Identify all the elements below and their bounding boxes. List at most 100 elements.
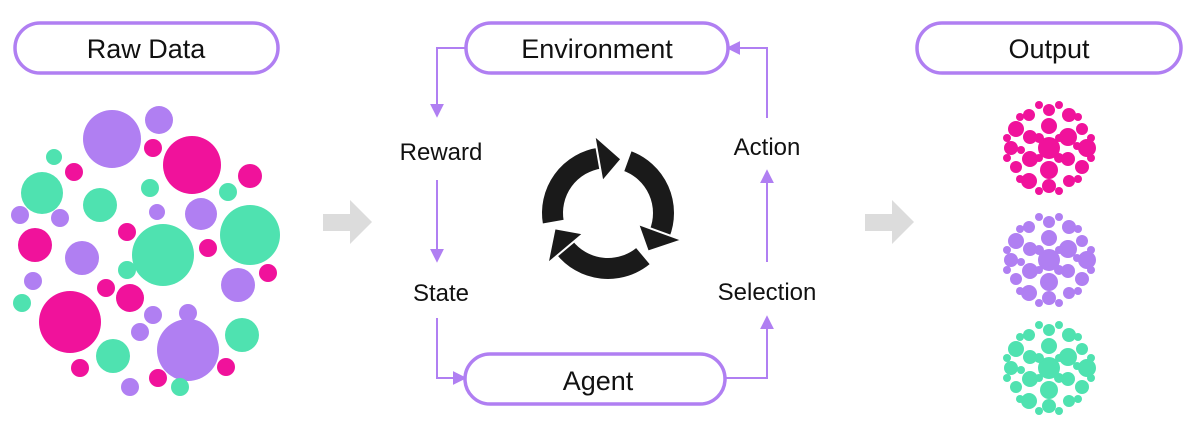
bubble [51,209,69,227]
output-label: Output [1008,34,1090,64]
bubble [21,172,63,214]
output-bubble [1003,354,1011,362]
cycle-arrow-head [545,227,586,267]
output-bubble [1087,134,1095,142]
output-bubble [1061,372,1075,386]
output-bubble [1055,321,1063,329]
output-bubble [1004,361,1018,375]
cycle-arrow-segment [621,148,676,240]
output-bubble [1074,287,1082,295]
bubble [116,284,144,312]
output-bubble [1023,242,1037,256]
agent-pill: Agent [463,352,727,406]
environment-pill: Environment [464,21,730,75]
cycle-arrow-segment [540,145,604,226]
output-bubble [1055,354,1063,362]
bubble [39,291,101,353]
output-bubble [1059,128,1077,146]
bubble [141,179,159,197]
output-bubble [1021,285,1037,301]
output-bubble [1016,333,1024,341]
output-bubble [1023,109,1035,121]
bubble [149,204,165,220]
output-bubble [1040,381,1058,399]
bubble [13,294,31,312]
bubble [65,163,83,181]
action-label: Action [734,134,801,161]
output-bubble [1021,173,1037,189]
output-bubble [1035,407,1043,415]
bubble [24,272,42,290]
output-bubble [1074,113,1082,121]
bubble [97,279,115,297]
output-bubble [1074,333,1082,341]
output-bubble [1010,273,1022,285]
output-bubble [1034,353,1044,363]
output-bubble [1042,291,1056,305]
output-bubble [1063,395,1075,407]
output-bubble [1078,139,1096,157]
output-bubble [1042,399,1056,413]
bubble [179,304,197,322]
output-bubble [1073,142,1081,150]
output-bubble [1073,254,1081,262]
bubble [217,358,235,376]
output-bubble [1078,251,1096,269]
state-label: State [413,280,469,307]
raw-data-label: Raw Data [87,34,207,64]
bubble [145,106,173,134]
output-bubble [1074,395,1082,403]
bubble [259,264,277,282]
output-bubble [1041,118,1057,134]
agent-label: Agent [563,366,634,396]
environment-label: Environment [521,34,673,64]
bubble [46,149,62,165]
output-bubble [1061,152,1075,166]
output-bubble [1017,258,1025,266]
flow-arrow-icon [865,200,914,244]
selection-label: Selection [718,279,817,306]
output-bubble [1055,407,1063,415]
output-bubble [1010,161,1022,173]
output-bubble [1087,246,1095,254]
connector-state-agent [436,318,467,385]
bubble [238,164,262,188]
output-bubble [1087,374,1095,382]
output-bubble [1055,101,1063,109]
output-bubble [1004,141,1018,155]
bubble [121,378,139,396]
output-bubble [1075,160,1089,174]
bubble [83,188,117,222]
output-bubble [1034,245,1044,255]
output-bubble [1035,187,1043,195]
raw-data-pill: Raw Data [13,21,280,75]
bubble [144,139,162,157]
output-bubble [1017,366,1025,374]
output-bubble [1043,216,1055,228]
bubble [131,323,149,341]
cycle-arrow-head [592,132,623,184]
bubble [11,206,29,224]
output-bubble [1016,225,1024,233]
output-bubble [1062,328,1076,342]
output-bubble [1035,266,1043,274]
output-bubble [1035,154,1043,162]
output-bubble [1087,266,1095,274]
output-bubble [1076,123,1088,135]
bubble [225,318,259,352]
loop-connectors [430,41,774,385]
output-bubble [1023,130,1037,144]
output-bubble [1054,265,1064,275]
output-bubble [1016,113,1024,121]
bubble [149,369,167,387]
output-bubble [1055,187,1063,195]
output-bubble [1016,287,1024,295]
output-cluster-purple [1003,213,1096,307]
output-bubble [1078,359,1096,377]
bubble [83,110,141,168]
output-bubble [1043,324,1055,336]
output-bubble [1003,374,1011,382]
output-cluster-green [1003,321,1096,415]
output-bubble [1075,272,1089,286]
